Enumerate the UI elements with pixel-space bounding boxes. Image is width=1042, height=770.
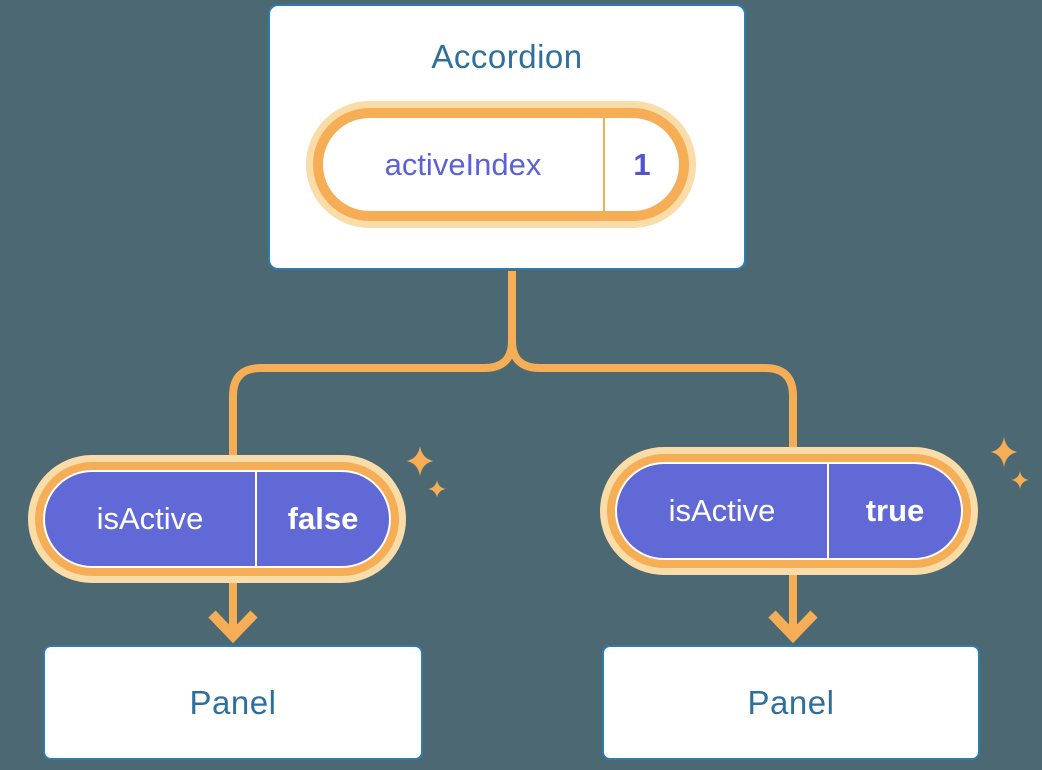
prop-value: false (287, 501, 359, 536)
prop-pill-ring: isActive true (607, 454, 971, 568)
pill-divider (603, 118, 605, 211)
state-pill: activeIndex 1 (306, 101, 696, 228)
state-pill-ring: activeIndex 1 (313, 108, 689, 221)
prop-pill-body: isActive true (615, 462, 963, 560)
panel-component-box-right: Panel (602, 645, 980, 760)
prop-name: isActive (668, 493, 776, 528)
arrow-down-icon (208, 610, 258, 644)
component-title: Panel (189, 683, 277, 721)
state-value: 1 (633, 146, 651, 182)
sparkle-icon (406, 446, 446, 498)
prop-pill-body: isActive false (43, 470, 391, 568)
prop-value: true (865, 493, 925, 528)
prop-pill-right: isActive true (600, 447, 978, 575)
panel-component-box-left: Panel (43, 645, 423, 760)
component-title: Accordion (431, 38, 583, 75)
arrow-down-icon (768, 610, 818, 644)
component-title: Panel (747, 683, 835, 721)
connector-right (508, 271, 797, 631)
prop-pill-ring: isActive false (35, 462, 399, 576)
sparkle-icon (990, 437, 1029, 489)
prop-pill-left: isActive false (28, 455, 406, 583)
pill-divider (255, 472, 257, 566)
prop-name: isActive (96, 501, 204, 536)
pill-divider (827, 464, 829, 558)
state-name: activeIndex (384, 146, 542, 182)
